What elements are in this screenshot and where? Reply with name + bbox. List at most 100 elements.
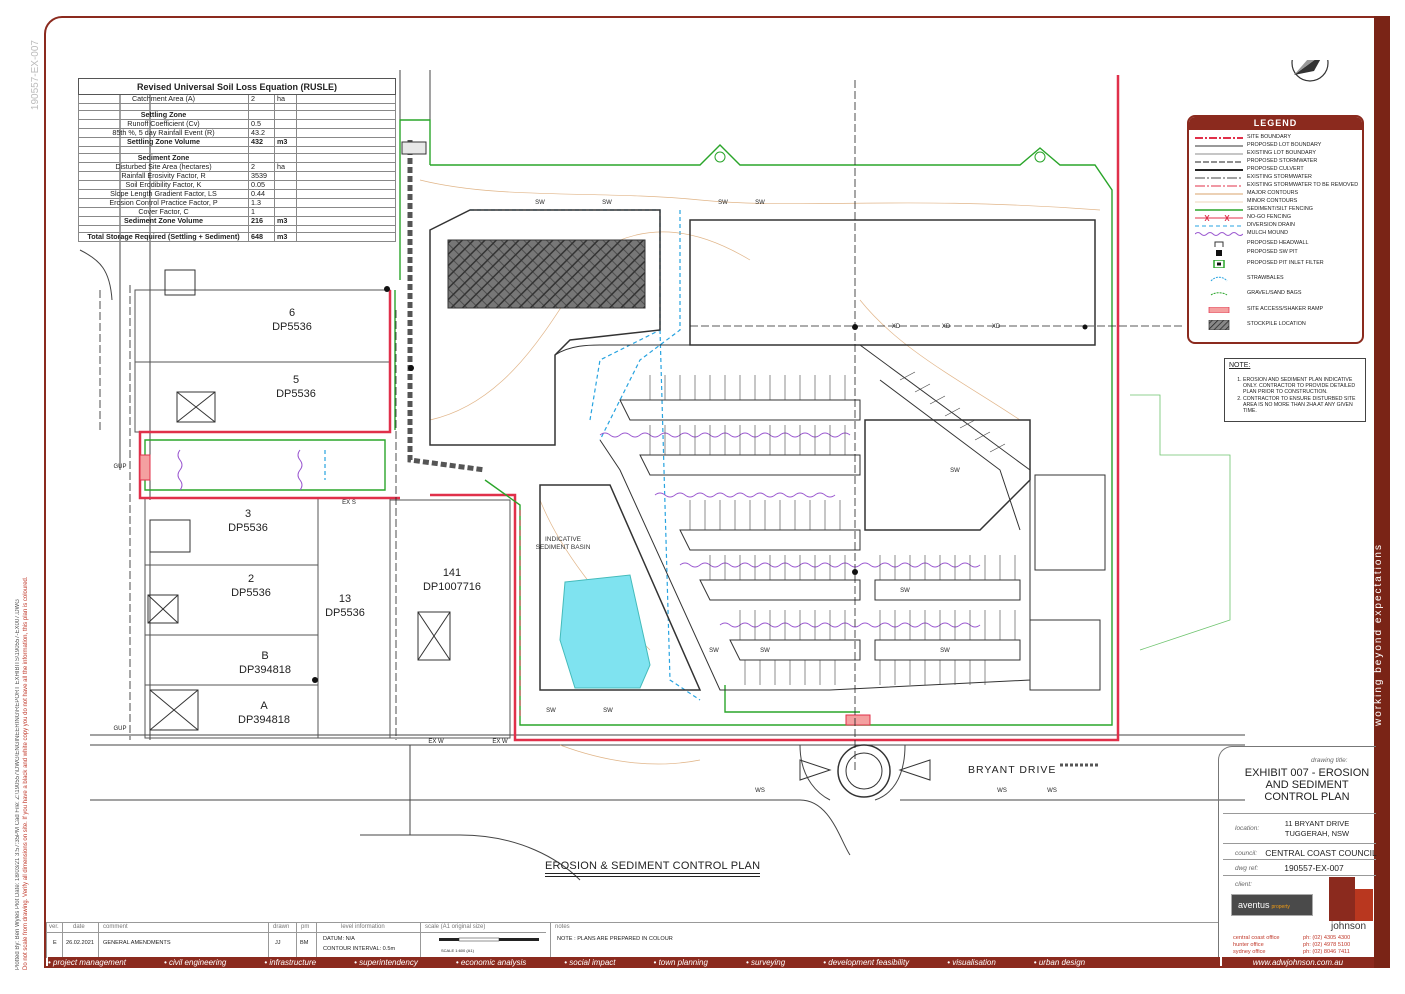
legend-item: DIVERSION DRAIN xyxy=(1195,222,1295,228)
legend-item: EXISTING STORMWATER xyxy=(1195,174,1312,180)
legend-item: MAJOR CONTOURS xyxy=(1195,190,1299,196)
sw-labels: SW SW SW SW SW SW SW SW SW SW SW xyxy=(535,200,960,714)
rev-notes: NOTE : PLANS ARE PREPARED IN COLOUR xyxy=(557,936,673,942)
road-label-bryant-drive: BRYANT DRIVE xyxy=(968,764,1057,776)
lot-a-number: A xyxy=(260,700,268,712)
plan-annotation: EX S xyxy=(342,500,356,506)
note-title: NOTE: xyxy=(1229,362,1251,369)
lot-a-dp: DP394818 xyxy=(238,714,290,726)
lot-2-dp: DP5536 xyxy=(231,587,271,599)
drawing-title-label: drawing title: xyxy=(1311,757,1348,764)
parking-bays xyxy=(649,371,1016,685)
plan-annotation: SW xyxy=(760,648,770,654)
rev-date: 26.02.2021 xyxy=(66,940,94,946)
lot-141-dp: DP1007716 xyxy=(423,581,481,593)
services-bar: project managementcivil engineeringinfra… xyxy=(48,957,1220,968)
rusle-table: Revised Universal Soil Loss Equation (RU… xyxy=(78,78,396,242)
firm-logo: johnson xyxy=(1329,877,1375,932)
sediment-basin-label-1: INDICATIVE xyxy=(545,536,582,543)
lot-b-dp: DP394818 xyxy=(239,664,291,676)
building-pads xyxy=(429,209,1096,691)
rev-drawn: JJ xyxy=(275,940,281,946)
brand-band xyxy=(1374,16,1390,968)
drawing-ref-vertical: 190557-EX-007 xyxy=(30,40,41,111)
access-ramp xyxy=(407,140,486,473)
plan-annotation: SW xyxy=(546,708,556,714)
sediment-basin xyxy=(559,574,651,689)
legend-item: SEDIMENT/SILT FENCING xyxy=(1195,206,1313,212)
site-plan: 6 DP5536 5 DP5536 3 DP5536 2 DP5536 13 D… xyxy=(79,60,1329,881)
website-link[interactable]: www.adwjohnson.com.au xyxy=(1222,957,1374,968)
plan-annotation: SW xyxy=(900,588,910,594)
car-park xyxy=(554,344,1106,691)
lot-b-number: B xyxy=(261,650,268,662)
plan-annotation: WS xyxy=(1047,788,1057,794)
legend-item: MINOR CONTOURS xyxy=(1195,198,1298,204)
legend: LEGEND SITE BOUNDARY PROPOSED LOT BOUNDA… xyxy=(1187,115,1364,344)
firm-name: johnson xyxy=(1331,921,1367,932)
legend-item: SITE BOUNDARY xyxy=(1195,134,1291,140)
sediment-basin-label-2: SEDIMENT BASIN xyxy=(536,544,591,551)
lot-3-number: 3 xyxy=(245,508,251,520)
plan-annotation: XD xyxy=(992,324,1001,330)
lot-2-number: 2 xyxy=(248,573,254,585)
location-label: location: xyxy=(1235,825,1260,832)
legend-item: EXISTING LOT BOUNDARY xyxy=(1195,150,1316,156)
drawing-title: EXHIBIT 007 - EROSION AND SEDIMENT CONTR… xyxy=(1244,767,1370,803)
headwalls xyxy=(401,141,1046,163)
legend-item: PROPOSED HEADWALL xyxy=(1189,239,1362,249)
legend-item: GRAVEL/SAND BAGS xyxy=(1189,289,1362,299)
plot-info: Plotted By: Ben Wyles Plot Date: 18/03/2… xyxy=(15,599,21,970)
dwg-ref-label: dwg ref: xyxy=(1235,865,1259,872)
legend-item: EXISTING STORMWATER TO BE REMOVED xyxy=(1195,182,1359,188)
plan-annotation: WS xyxy=(997,788,1007,794)
location-value: 11 BRYANT DRIVE TUGGERAH, NSW xyxy=(1284,819,1350,838)
plan-annotation: GUP xyxy=(113,726,126,732)
plot-warning: Do not scale from drawing. Verify all di… xyxy=(23,576,29,970)
council-label: council: xyxy=(1235,850,1258,857)
tagline: working beyond expectations xyxy=(1373,543,1384,727)
lot-5-number: 5 xyxy=(293,374,299,386)
rev-pm: BM xyxy=(300,940,309,946)
legend-item: STOCKPILE LOCATION xyxy=(1189,320,1362,330)
existing-lots xyxy=(134,289,511,739)
plan-title: EROSION & SEDIMENT CONTROL PLAN xyxy=(545,860,761,877)
file-info: Plotted By: Ben Wyles Plot Date: 18/03/2… xyxy=(14,560,50,970)
scale-bar xyxy=(439,937,539,942)
stormwater xyxy=(99,80,1185,770)
plan-annotation: SW xyxy=(603,708,613,714)
rusle-title: Revised Universal Soil Loss Equation (RU… xyxy=(78,78,396,95)
client-label: client: xyxy=(1235,881,1252,888)
roundabout xyxy=(837,744,891,798)
note-item: CONTRACTOR TO ENSURE DISTURBED SITE AREA… xyxy=(1243,396,1361,414)
plan-annotation: EX W xyxy=(428,739,444,745)
scale-text: SCALE 1:600 (A1) xyxy=(441,948,474,953)
datum: DATUM: N/A xyxy=(323,936,355,942)
north-arrow-icon xyxy=(1291,60,1329,82)
catchment-label: Catchment Area (A) xyxy=(78,94,249,104)
ex-labels: EX S EX W EX W WS WS WS XD XD XD GUP GUP xyxy=(113,324,1056,794)
legend-item: PROPOSED SW PIT xyxy=(1189,248,1362,258)
lot-3-dp: DP5536 xyxy=(228,522,268,534)
lot-5-dp: DP5536 xyxy=(276,388,316,400)
sw-pits xyxy=(312,286,1088,683)
total-storage-label: Total Storage Required (Settling + Sedim… xyxy=(78,232,249,242)
plan-annotation: SW xyxy=(602,200,612,206)
note-item: EROSION AND SEDIMENT PLAN INDICATIVE ONL… xyxy=(1243,377,1361,395)
houses xyxy=(147,269,451,731)
title-block: drawing title: EXHIBIT 007 - EROSION AND… xyxy=(1218,746,1377,968)
lot-13-dp: DP5536 xyxy=(325,607,365,619)
plan-annotation: GUP xyxy=(113,464,126,470)
lot-141-number: 141 xyxy=(443,567,461,579)
council-value: CENTRAL COAST COUNCIL xyxy=(1265,848,1377,858)
lot-6-dp: DP5536 xyxy=(272,321,312,333)
note-box: NOTE: EROSION AND SEDIMENT PLAN INDICATI… xyxy=(1224,358,1366,422)
adjacent-lot xyxy=(1130,394,1231,651)
plan-annotation: SW xyxy=(940,648,950,654)
plan-annotation: XD xyxy=(892,324,901,330)
plan-annotation: SW xyxy=(535,200,545,206)
lot-13-number: 13 xyxy=(339,593,351,605)
plan-annotation: XD xyxy=(942,324,951,330)
dwg-ref-value: 190557-EX-007 xyxy=(1284,863,1344,873)
